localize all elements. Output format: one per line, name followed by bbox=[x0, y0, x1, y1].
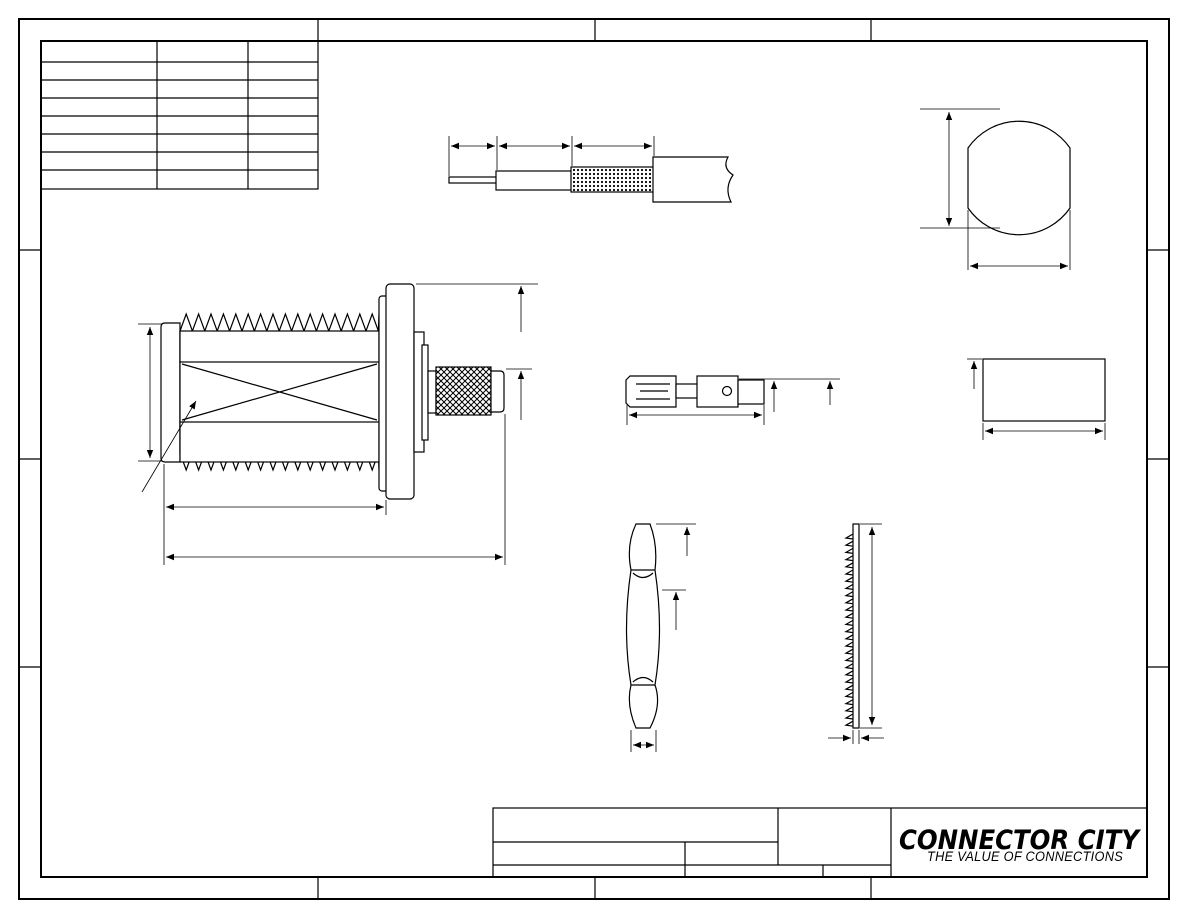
cable-strip-view bbox=[448, 136, 734, 203]
lock-washer-view bbox=[828, 523, 884, 744]
company-logo: CONNECTOR CITY THE VALUE OF CONNECTIONS bbox=[899, 825, 1141, 864]
d-flat-cutout-view bbox=[920, 108, 1071, 270]
title-block bbox=[492, 807, 1148, 878]
connector-body-view bbox=[138, 283, 538, 565]
gasket-view bbox=[967, 358, 1106, 440]
hex-nut-view bbox=[625, 523, 696, 752]
logo-tagline: THE VALUE OF CONNECTIONS bbox=[927, 849, 1123, 864]
center-contact-view bbox=[625, 375, 840, 425]
logo-wordmark: CONNECTOR CITY bbox=[899, 825, 1141, 856]
revision-table bbox=[40, 40, 319, 190]
